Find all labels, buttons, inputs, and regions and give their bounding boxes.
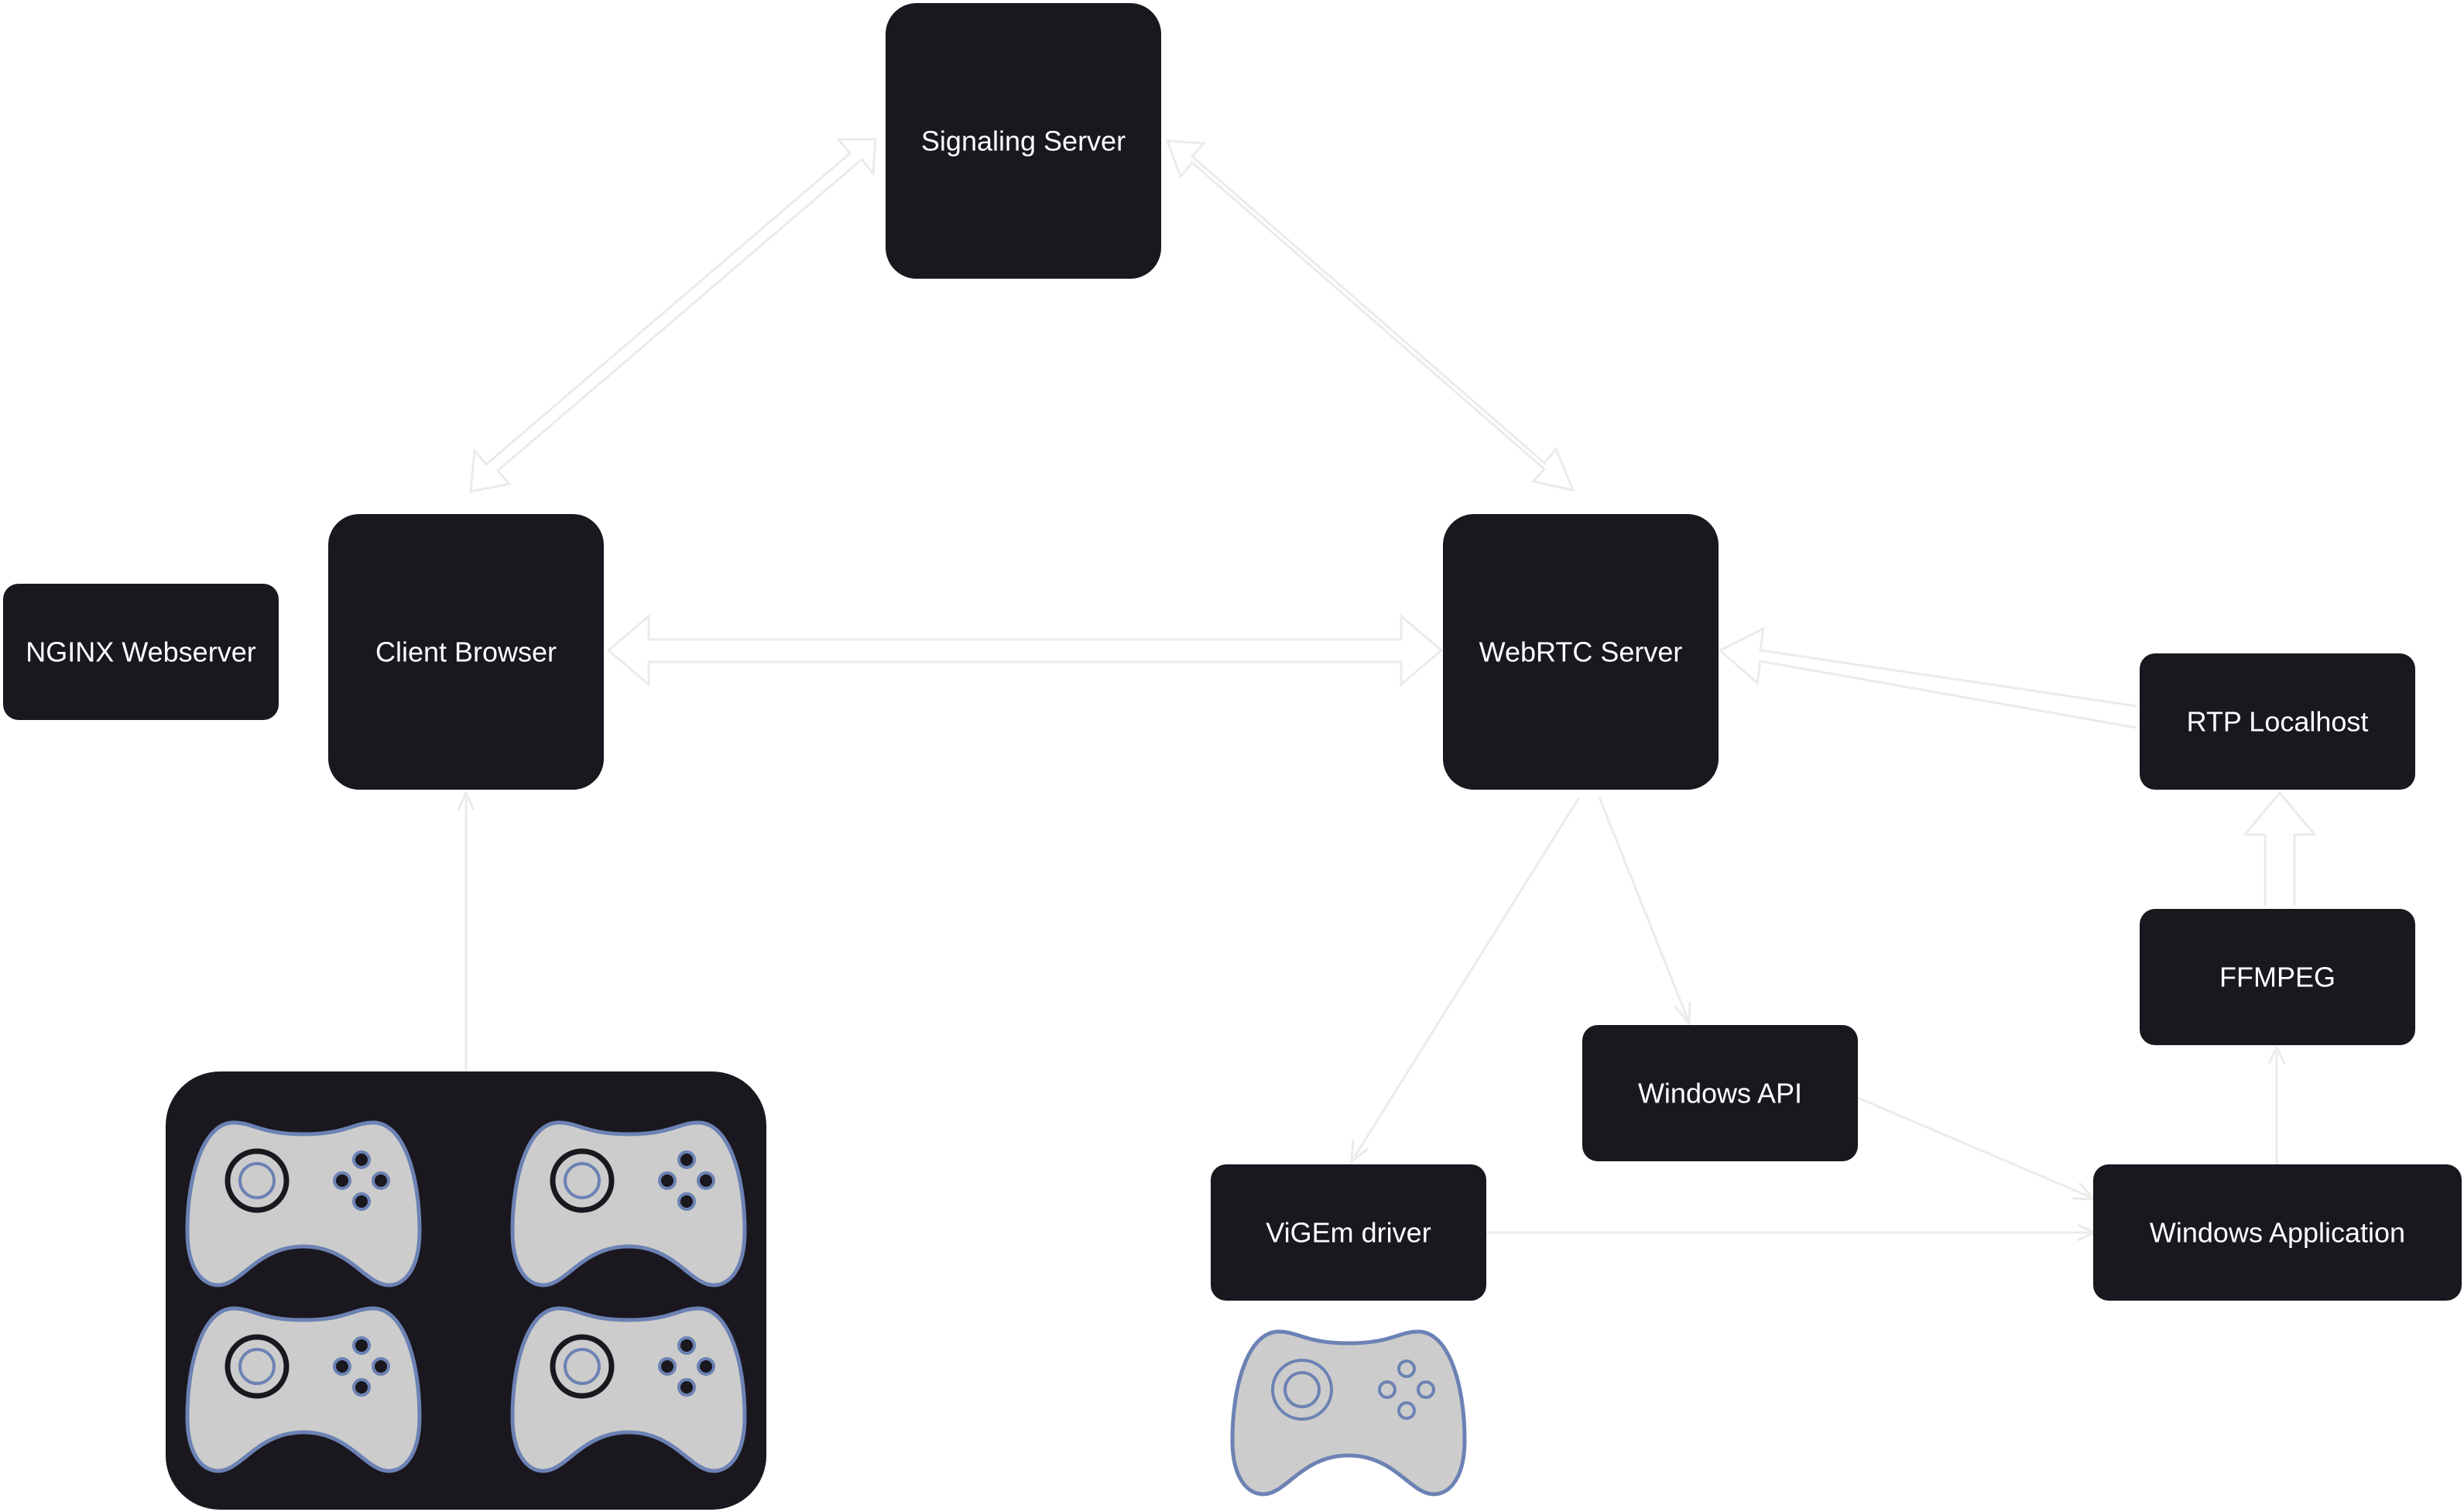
connector-winapi-winapp	[1857, 1096, 2097, 1201]
connector-client-webrtc	[606, 613, 1444, 687]
node-windows-api: Windows API	[1582, 1025, 1858, 1161]
connector-signaling-client	[469, 138, 877, 493]
node-signaling-server-label: Signaling Server	[921, 125, 1126, 157]
connector-vigem-winapp	[1486, 1223, 2098, 1242]
connector-controllers-client	[457, 790, 475, 1071]
node-webrtc-server: WebRTC Server	[1443, 514, 1719, 790]
node-client-browser-label: Client Browser	[375, 636, 557, 668]
node-rtp-localhost: RTP Localhost	[2140, 653, 2415, 790]
node-rtp-localhost-label: RTP Localhost	[2187, 706, 2369, 738]
node-nginx-webserver: NGINX Webserver	[3, 584, 279, 720]
connector-rtp-webrtc	[1718, 626, 2137, 729]
node-client-browser: Client Browser	[328, 514, 604, 790]
node-nginx-webserver-label: NGINX Webserver	[26, 636, 255, 668]
connector-ffmpeg-rtp	[2242, 790, 2318, 906]
node-ffmpeg-label: FFMPEG	[2219, 962, 2335, 993]
node-vigem-driver: ViGEm driver	[1211, 1164, 1486, 1301]
four-gamepads-icon	[166, 1071, 766, 1510]
connector-signaling-webrtc	[1165, 139, 1575, 492]
gamepad-icon	[1232, 1332, 1465, 1494]
node-webrtc-server-label: WebRTC Server	[1479, 636, 1683, 668]
node-windows-application: Windows Application	[2093, 1164, 2462, 1301]
node-windows-application-label: Windows Application	[2150, 1217, 2405, 1249]
node-signaling-server: Signaling Server	[886, 3, 1161, 279]
connector-webrtc-winapi	[1598, 797, 1691, 1027]
node-ffmpeg: FFMPEG	[2140, 909, 2415, 1045]
node-windows-api-label: Windows API	[1638, 1078, 1802, 1109]
connector-webrtc-vigem	[1350, 797, 1581, 1164]
connector-winapp-ffmpeg	[2267, 1044, 2286, 1164]
node-vigem-driver-label: ViGEm driver	[1266, 1217, 1431, 1249]
